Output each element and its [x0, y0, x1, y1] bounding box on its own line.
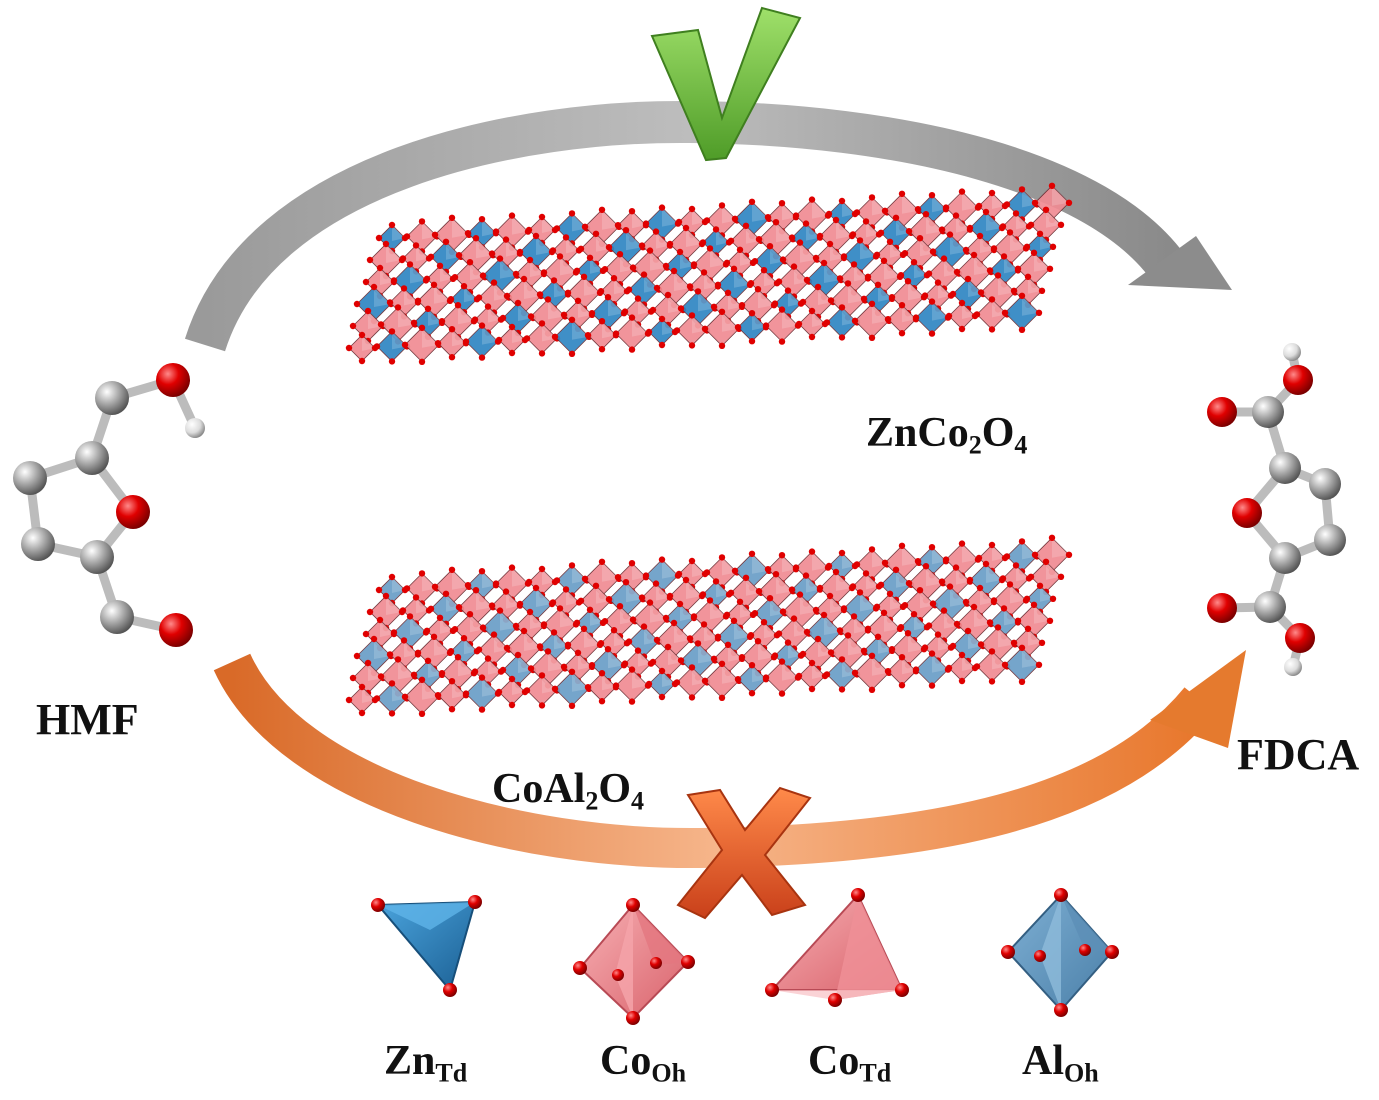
legend-zn-td-sub: Td	[435, 1058, 468, 1088]
znco2o4-part-c: O	[981, 410, 1015, 456]
coal2o4-part-a: CoAl	[492, 766, 586, 812]
legend-co-oh-main: Co	[600, 1038, 652, 1084]
coal2o4-label: CoAl2O4	[492, 766, 644, 814]
znco2o4-polyhedron-unit	[645, 315, 679, 349]
legend-zn-td-main: Zn	[384, 1038, 436, 1084]
znco2o4-polyhedron-unit	[495, 323, 529, 357]
znco2o4-polyhedron-unit	[434, 326, 470, 361]
znco2o4-polyhedron-unit	[401, 324, 443, 365]
coal2o4-polyhedron-unit	[973, 648, 1011, 685]
zn-td-tetrahedron-icon	[371, 895, 482, 997]
cross-mark-icon	[676, 786, 812, 920]
znco2o4-polyhedron-unit	[345, 331, 379, 365]
znco2o4-polyhedron-unit	[762, 306, 802, 345]
co-td-tetrahedron-icon	[765, 888, 909, 1007]
znco2o4-polyhedron-unit	[734, 310, 770, 345]
znco2o4-polyhedron-unit	[701, 308, 743, 349]
legend-al-oh-main: Al	[1022, 1038, 1064, 1084]
coal2o4-polyhedron-unit	[345, 683, 379, 717]
znco2o4-label: ZnCo2O4	[866, 410, 1027, 458]
znco2o4-polyhedron-unit	[884, 302, 920, 337]
znco2o4-polyhedron-unit	[771, 287, 805, 320]
coal2o4-polyhedron-unit	[551, 668, 593, 709]
bottom-route-arrow	[213, 650, 1246, 869]
hmf-molecule	[13, 363, 205, 647]
znco2o4-polyhedron-unit	[851, 300, 893, 341]
znco2o4-polyhedron-unit	[584, 318, 620, 353]
coal2o4-polyhedron-unit	[1001, 644, 1043, 685]
bottom-arrowhead	[1150, 650, 1246, 748]
fdca-label: FDCA	[1237, 730, 1360, 779]
coal2o4-polyhedron-unit	[912, 650, 952, 689]
znco2o4-polyhedron-unit	[945, 299, 979, 333]
znco2o4-sub-2: 2	[968, 430, 982, 460]
coal2o4-polyhedron-unit	[645, 667, 679, 701]
znco2o4-polyhedron-unit	[373, 328, 411, 365]
legend-co-oh-sub: Oh	[651, 1058, 687, 1088]
coal2o4-polyhedron-unit	[795, 659, 829, 693]
znco2o4-polyhedron-unit	[612, 314, 652, 353]
coal2o4-polyhedron-unit	[823, 656, 861, 693]
zinc-cobalt-oxide-lattice	[345, 182, 1073, 365]
znco2o4-polyhedron-unit	[912, 298, 952, 337]
znco2o4-part-a: ZnCo	[866, 410, 969, 456]
znco2o4-polyhedron-unit	[649, 291, 687, 329]
legend-co-td-main: Co	[808, 1038, 860, 1084]
coal2o4-polyhedron-unit	[414, 633, 454, 672]
coal2o4-polyhedron-unit	[401, 676, 443, 717]
coal2o4-sub-2: 2	[585, 786, 599, 816]
al-oh-octahedron-icon	[1001, 888, 1119, 1017]
znco2o4-polyhedron-unit	[973, 296, 1011, 333]
coal2o4-polyhedron-unit	[851, 652, 893, 693]
coal2o4-polyhedron-unit	[642, 556, 682, 595]
znco2o4-sub-4: 4	[1014, 430, 1028, 460]
legend-co-oh-label: CoOh	[600, 1038, 686, 1086]
legend-co-td-label: CoTd	[808, 1038, 891, 1086]
legend-al-oh-label: AlOh	[1022, 1038, 1099, 1086]
fdca-molecule	[1207, 343, 1346, 676]
coal2o4-polyhedron-unit	[495, 675, 529, 709]
coal2o4-polyhedron-unit	[762, 658, 802, 697]
check-mark-icon	[650, 6, 802, 162]
znco2o4-polyhedron-unit	[686, 269, 722, 304]
legend-zn-td-label: ZnTd	[384, 1038, 467, 1086]
coal2o4-polyhedron-unit	[612, 666, 652, 705]
coal2o4-polyhedron-unit	[945, 651, 979, 685]
coal2o4-sub-4: 4	[631, 786, 645, 816]
hmf-label: HMF	[36, 695, 139, 744]
znco2o4-polyhedron-unit	[999, 210, 1033, 243]
legend-al-oh-sub: Oh	[1064, 1058, 1099, 1088]
legend-co-td-sub: Td	[859, 1058, 892, 1088]
znco2o4-polyhedron-unit	[462, 322, 502, 361]
coal2o4-part-c: O	[598, 766, 632, 812]
znco2o4-polyhedron-unit	[1001, 292, 1043, 333]
co-oh-octahedron-icon	[573, 898, 695, 1025]
coal2o4-polyhedron-unit	[462, 674, 502, 713]
cobalt-aluminate-lattice	[345, 534, 1073, 717]
top-arrowhead	[1128, 236, 1232, 290]
znco2o4-polyhedron-unit	[795, 307, 829, 341]
coal2o4-polyhedron-unit	[584, 670, 620, 705]
coal2o4-polyhedron-unit	[884, 654, 920, 689]
